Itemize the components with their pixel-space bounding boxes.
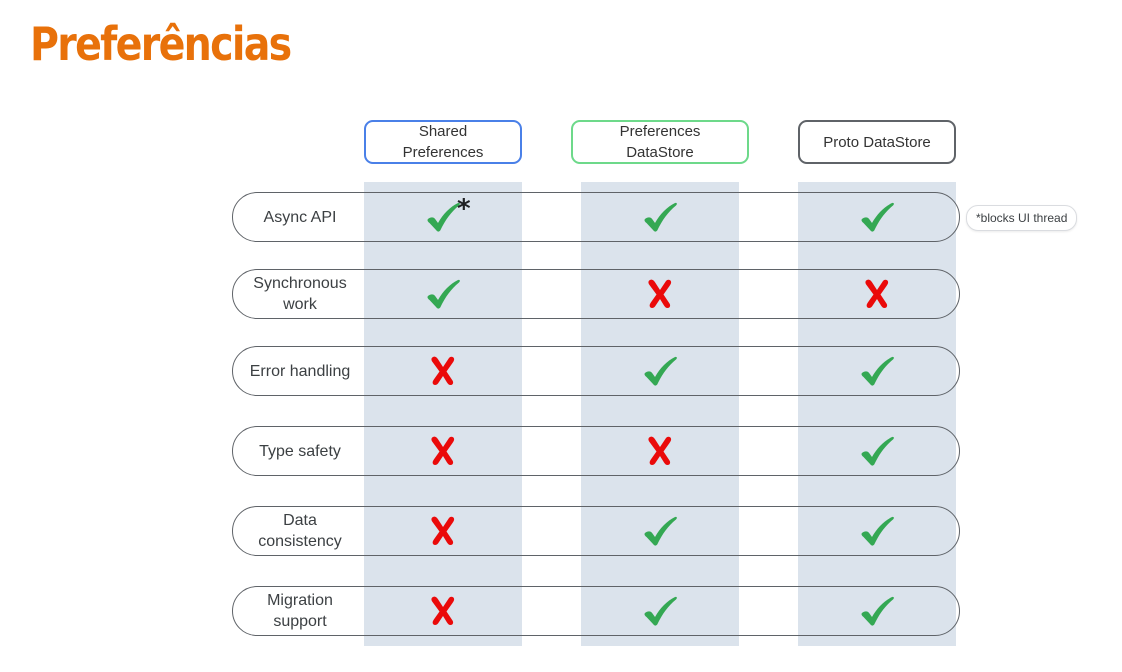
column-header-line: Shared bbox=[418, 123, 468, 140]
row-label-line: support bbox=[273, 613, 327, 630]
row-label-line: consistency bbox=[258, 533, 342, 550]
row-label-line: Synchronous bbox=[253, 275, 347, 292]
table-row bbox=[232, 346, 960, 396]
page-title: Preferências bbox=[30, 17, 292, 71]
check-icon bbox=[635, 511, 685, 551]
row-label: Type safety bbox=[236, 426, 364, 476]
row-label-line: Type safety bbox=[259, 442, 341, 460]
table-row bbox=[232, 586, 960, 636]
check-icon bbox=[852, 591, 902, 631]
column-band bbox=[364, 182, 522, 646]
footnote-marker: * bbox=[457, 194, 471, 224]
check-icon bbox=[852, 431, 902, 471]
column-header-line: Preferences bbox=[619, 123, 701, 140]
cross-icon bbox=[418, 511, 468, 551]
check-icon bbox=[635, 351, 685, 391]
row-label: Error handling bbox=[236, 346, 364, 396]
row-label: Data consistency bbox=[236, 506, 364, 556]
row-label-line: work bbox=[283, 296, 317, 313]
column-header-line: DataStore bbox=[626, 144, 694, 161]
table-row bbox=[232, 426, 960, 476]
cross-icon bbox=[852, 274, 902, 314]
column-header-line: Proto DataStore bbox=[823, 133, 931, 151]
row-label-line: Error handling bbox=[249, 362, 351, 380]
check-icon bbox=[418, 197, 468, 237]
cross-icon bbox=[418, 591, 468, 631]
row-label: Synchronous work bbox=[236, 269, 364, 319]
table-row bbox=[232, 192, 960, 242]
row-label-line: Migration bbox=[267, 592, 333, 609]
cross-icon bbox=[418, 431, 468, 471]
table-row bbox=[232, 269, 960, 319]
row-label: Migration support bbox=[236, 586, 364, 636]
row-label: Async API bbox=[236, 192, 364, 242]
check-icon bbox=[635, 197, 685, 237]
check-icon bbox=[852, 511, 902, 551]
check-icon bbox=[852, 197, 902, 237]
column-band bbox=[798, 182, 956, 646]
cross-icon bbox=[635, 274, 685, 314]
check-icon bbox=[418, 274, 468, 314]
column-header-line: Preferences bbox=[402, 144, 484, 161]
column-header-label: Proto DataStore bbox=[823, 132, 931, 153]
column-header: Proto DataStore bbox=[798, 120, 956, 164]
check-icon bbox=[635, 591, 685, 631]
table-row bbox=[232, 506, 960, 556]
check-icon bbox=[852, 351, 902, 391]
cross-icon bbox=[635, 431, 685, 471]
row-label-line: Async API bbox=[263, 208, 337, 226]
cross-icon bbox=[418, 351, 468, 391]
column-band bbox=[581, 182, 739, 646]
row-label-line: Data bbox=[283, 512, 317, 529]
footnote-chip: *blocks UI thread bbox=[966, 205, 1078, 231]
